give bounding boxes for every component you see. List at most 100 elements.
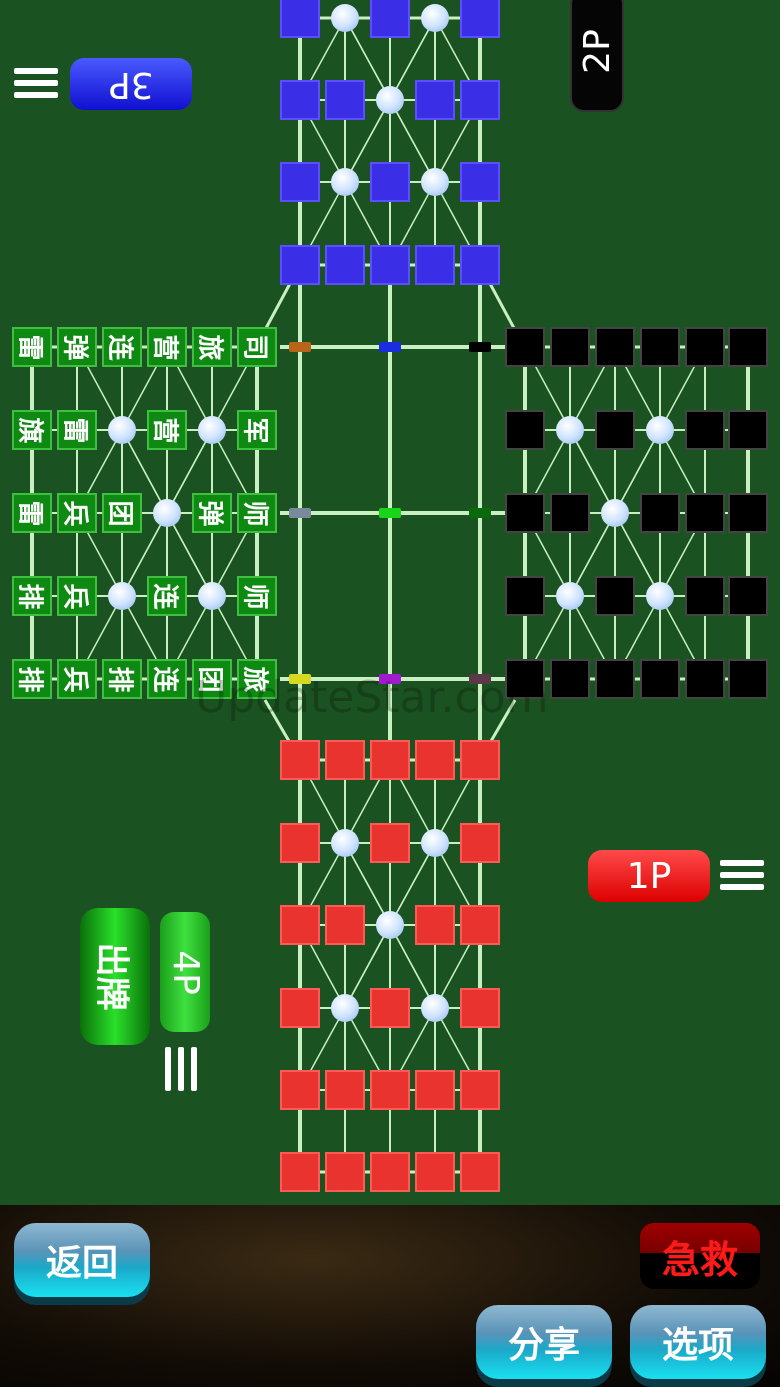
- piece-black[interactable]: [595, 327, 635, 367]
- piece-black[interactable]: [728, 327, 768, 367]
- player3-button[interactable]: 3P: [70, 58, 192, 110]
- rescue-button[interactable]: 急救: [640, 1223, 760, 1289]
- player1-button[interactable]: 1P: [588, 850, 710, 902]
- camp-blue[interactable]: [421, 4, 449, 32]
- railway-node[interactable]: [469, 508, 491, 518]
- piece-red[interactable]: [460, 1152, 500, 1192]
- piece-green[interactable]: 旅: [237, 659, 277, 699]
- piece-green[interactable]: 兵: [57, 493, 97, 533]
- piece-green[interactable]: 连: [147, 576, 187, 616]
- piece-green[interactable]: 军: [237, 410, 277, 450]
- back-button[interactable]: 返回: [14, 1223, 150, 1297]
- piece-black[interactable]: [728, 576, 768, 616]
- piece-black[interactable]: [505, 327, 545, 367]
- piece-red[interactable]: [280, 988, 320, 1028]
- piece-blue[interactable]: [460, 80, 500, 120]
- piece-blue[interactable]: [370, 245, 410, 285]
- camp-blue[interactable]: [331, 168, 359, 196]
- piece-black[interactable]: [640, 493, 680, 533]
- piece-red[interactable]: [280, 1070, 320, 1110]
- piece-green[interactable]: 连: [147, 659, 187, 699]
- player4-button[interactable]: 4P: [160, 912, 210, 1032]
- piece-black[interactable]: [685, 576, 725, 616]
- piece-green[interactable]: 排: [12, 659, 52, 699]
- piece-red[interactable]: [415, 1152, 455, 1192]
- piece-black[interactable]: [550, 327, 590, 367]
- piece-blue[interactable]: [460, 0, 500, 38]
- piece-green[interactable]: 雷: [12, 493, 52, 533]
- piece-blue[interactable]: [460, 162, 500, 202]
- piece-red[interactable]: [325, 1152, 365, 1192]
- camp-red[interactable]: [331, 994, 359, 1022]
- piece-black[interactable]: [728, 659, 768, 699]
- camp-green[interactable]: [108, 416, 136, 444]
- piece-black[interactable]: [685, 410, 725, 450]
- piece-blue[interactable]: [280, 162, 320, 202]
- player2-button[interactable]: 2P: [570, 0, 624, 112]
- camp-black[interactable]: [646, 416, 674, 444]
- piece-red[interactable]: [370, 1152, 410, 1192]
- piece-black[interactable]: [685, 659, 725, 699]
- piece-red[interactable]: [280, 823, 320, 863]
- piece-blue[interactable]: [280, 80, 320, 120]
- piece-black[interactable]: [505, 493, 545, 533]
- options-button[interactable]: 选项: [630, 1305, 766, 1379]
- piece-green[interactable]: 弹: [192, 493, 232, 533]
- piece-red[interactable]: [415, 1070, 455, 1110]
- piece-red[interactable]: [415, 740, 455, 780]
- camp-red[interactable]: [421, 829, 449, 857]
- piece-black[interactable]: [728, 493, 768, 533]
- piece-black[interactable]: [550, 659, 590, 699]
- railway-node[interactable]: [379, 674, 401, 684]
- piece-red[interactable]: [370, 988, 410, 1028]
- piece-red[interactable]: [280, 905, 320, 945]
- camp-red[interactable]: [331, 829, 359, 857]
- railway-node[interactable]: [469, 674, 491, 684]
- piece-red[interactable]: [460, 823, 500, 863]
- piece-blue[interactable]: [280, 0, 320, 38]
- piece-red[interactable]: [280, 1152, 320, 1192]
- railway-node[interactable]: [469, 342, 491, 352]
- piece-red[interactable]: [325, 740, 365, 780]
- camp-black[interactable]: [556, 582, 584, 610]
- piece-green[interactable]: 团: [102, 493, 142, 533]
- camp-red[interactable]: [421, 994, 449, 1022]
- piece-green[interactable]: 师: [237, 576, 277, 616]
- piece-red[interactable]: [370, 740, 410, 780]
- piece-blue[interactable]: [325, 80, 365, 120]
- piece-black[interactable]: [595, 659, 635, 699]
- camp-black[interactable]: [601, 499, 629, 527]
- piece-red[interactable]: [370, 1070, 410, 1110]
- camp-black[interactable]: [646, 582, 674, 610]
- railway-node[interactable]: [379, 342, 401, 352]
- play-cards-button[interactable]: 出牌: [80, 908, 150, 1045]
- piece-green[interactable]: 营: [147, 327, 187, 367]
- piece-black[interactable]: [685, 493, 725, 533]
- piece-green[interactable]: 营: [147, 410, 187, 450]
- railway-node[interactable]: [289, 342, 311, 352]
- piece-black[interactable]: [685, 327, 725, 367]
- piece-red[interactable]: [460, 740, 500, 780]
- piece-green[interactable]: 排: [12, 576, 52, 616]
- camp-green[interactable]: [198, 582, 226, 610]
- piece-blue[interactable]: [370, 162, 410, 202]
- piece-red[interactable]: [460, 1070, 500, 1110]
- piece-green[interactable]: 旗: [12, 410, 52, 450]
- piece-blue[interactable]: [325, 245, 365, 285]
- piece-black[interactable]: [640, 327, 680, 367]
- piece-black[interactable]: [505, 659, 545, 699]
- piece-black[interactable]: [550, 493, 590, 533]
- piece-green[interactable]: 司: [237, 327, 277, 367]
- piece-black[interactable]: [595, 410, 635, 450]
- piece-red[interactable]: [370, 823, 410, 863]
- camp-green[interactable]: [153, 499, 181, 527]
- camp-red[interactable]: [376, 911, 404, 939]
- piece-green[interactable]: 旅: [192, 327, 232, 367]
- piece-blue[interactable]: [280, 245, 320, 285]
- piece-black[interactable]: [595, 576, 635, 616]
- railway-node[interactable]: [379, 508, 401, 518]
- piece-green[interactable]: 师: [237, 493, 277, 533]
- piece-red[interactable]: [280, 740, 320, 780]
- camp-black[interactable]: [556, 416, 584, 444]
- player4-menu-icon[interactable]: [165, 1047, 197, 1091]
